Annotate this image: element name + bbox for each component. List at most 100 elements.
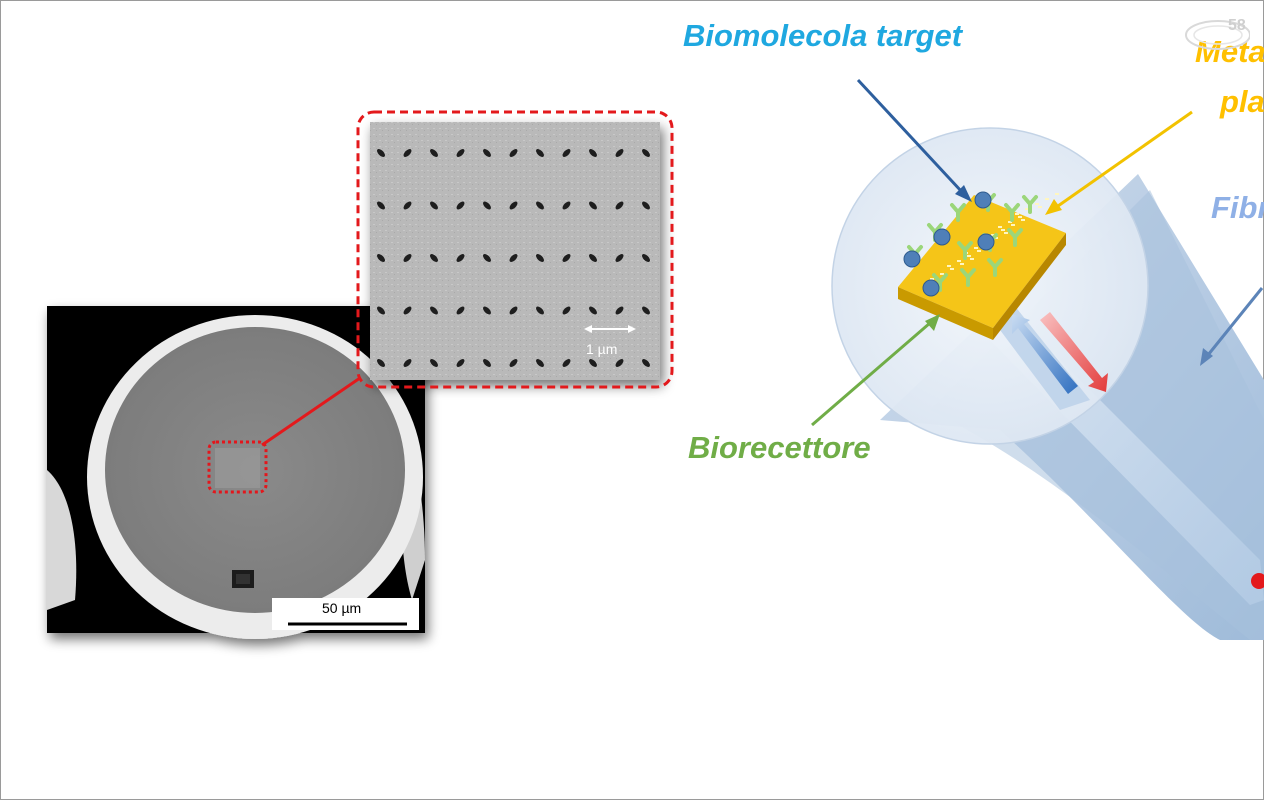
chip-nanohole xyxy=(998,226,1002,228)
pointer-arrows xyxy=(811,78,1264,427)
optical-fiber xyxy=(831,127,1264,640)
chip-nanohole xyxy=(1045,198,1049,200)
bioreceptor-icon xyxy=(1004,203,1020,222)
target-molecule-icon xyxy=(933,228,951,246)
nanohole xyxy=(642,306,650,315)
nanohole xyxy=(483,306,491,315)
chip-nanohole xyxy=(940,273,944,275)
nanohole xyxy=(456,306,465,315)
watermark-logo-text: 58 xyxy=(1228,17,1246,34)
nanohole xyxy=(642,201,650,210)
nanohole xyxy=(430,359,438,367)
selection-box xyxy=(207,440,268,494)
nanohole xyxy=(589,306,597,315)
bioreceptor-icon xyxy=(987,258,1003,277)
nanohole xyxy=(483,149,491,157)
chip-nanohole xyxy=(1008,221,1012,223)
nanohole xyxy=(456,254,465,262)
nanohole xyxy=(562,359,571,367)
chip-nanohole xyxy=(950,268,954,270)
nanohole xyxy=(642,359,650,367)
chip-nanohole xyxy=(930,278,934,280)
nanohole xyxy=(536,359,544,367)
chip-nanohole xyxy=(947,265,951,267)
nanohole xyxy=(589,149,597,157)
nanohole xyxy=(562,306,571,315)
chip-nanohole xyxy=(977,250,981,252)
bioreceptor-icon xyxy=(1022,195,1038,214)
nanohole xyxy=(615,306,624,315)
nanohole xyxy=(377,201,385,210)
nanohole xyxy=(509,149,518,157)
nanohole xyxy=(536,201,544,210)
fibra-label: Fibr xyxy=(1211,190,1264,225)
nanohole xyxy=(562,201,571,210)
sem-scalebar-label: 50 µm xyxy=(322,600,362,616)
nanohole xyxy=(642,254,650,262)
nanohole xyxy=(509,254,518,262)
nanohole xyxy=(483,359,491,367)
nanohole xyxy=(589,201,597,210)
target-molecule-group xyxy=(903,191,995,297)
chip-nanohole xyxy=(1025,208,1029,210)
nanohole xyxy=(642,149,650,157)
nanohole xyxy=(377,254,385,262)
nanohole xyxy=(589,254,597,262)
target-molecule-icon xyxy=(974,191,992,209)
nanohole xyxy=(562,254,571,262)
metasurface-chip xyxy=(898,193,1066,340)
chip-nanohole xyxy=(1018,216,1022,218)
zoom-border xyxy=(356,110,674,389)
nanohole xyxy=(589,359,597,367)
nanohole xyxy=(430,254,438,262)
chip-nanohole xyxy=(974,247,978,249)
nanohole xyxy=(377,359,385,367)
target-molecule-icon xyxy=(903,250,921,268)
metasuperficie-arrow xyxy=(1057,110,1193,208)
chip-nanohole xyxy=(1004,232,1008,234)
incident-light-arrow xyxy=(1040,312,1108,392)
nanohole xyxy=(403,201,412,210)
metasuperficie-label-line2: pla xyxy=(1220,84,1264,119)
nanohole xyxy=(536,149,544,157)
bioreceptor-icon xyxy=(1007,228,1023,247)
zoom-connector-line xyxy=(261,376,361,447)
nanohole xyxy=(456,149,465,157)
light-arrows xyxy=(1012,312,1108,394)
chip-nanohole xyxy=(991,234,995,236)
bioreceptor-icon xyxy=(957,241,973,260)
nanohole xyxy=(536,254,544,262)
nanohole xyxy=(615,254,624,262)
light-source-dot xyxy=(1251,573,1264,589)
nanohole xyxy=(456,201,465,210)
zoom-scalebar-label: 1 µm xyxy=(586,341,618,357)
nanohole xyxy=(377,306,385,315)
chip-nanohole xyxy=(967,255,971,257)
nanohole xyxy=(456,359,465,367)
nanohole xyxy=(403,149,412,157)
nanohole xyxy=(509,359,518,367)
nanohole xyxy=(430,149,438,157)
chip-nanohole xyxy=(1038,206,1042,208)
bioreceptor-icon xyxy=(960,268,976,287)
chip-nanohole xyxy=(1015,213,1019,215)
chip-nanohole xyxy=(1055,193,1059,195)
watermark-logo-icon xyxy=(1185,20,1250,50)
biomolecola-arrow xyxy=(856,78,964,194)
nanohole xyxy=(562,149,571,157)
nanohole xyxy=(615,201,624,210)
chip-nanohole xyxy=(1035,203,1039,205)
nanohole xyxy=(377,149,385,157)
target-molecule-icon xyxy=(922,279,940,297)
nanohole xyxy=(615,149,624,157)
chip-nanohole xyxy=(1001,229,1005,231)
chip-nanohole xyxy=(1011,224,1015,226)
nanohole xyxy=(509,306,518,315)
chip-nanohole xyxy=(970,258,974,260)
fibra-arrow xyxy=(1206,287,1264,356)
nanohole xyxy=(403,359,412,367)
chip-nanohole xyxy=(1021,219,1025,221)
nanohole xyxy=(403,306,412,315)
reflected-light-arrow xyxy=(1012,314,1078,394)
